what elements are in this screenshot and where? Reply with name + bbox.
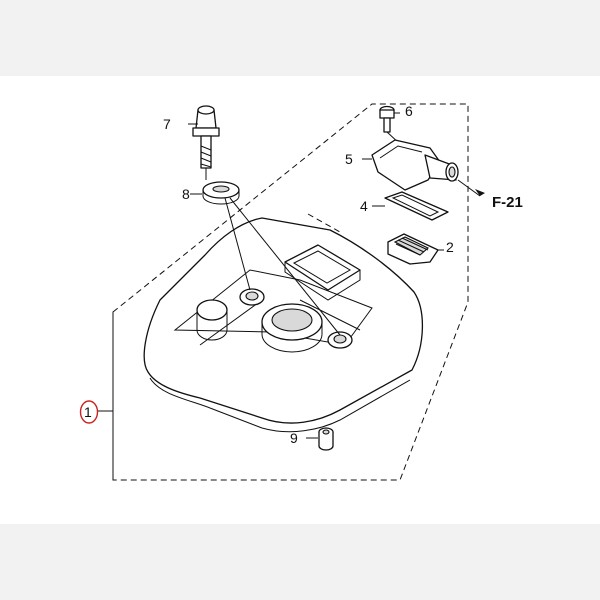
- callout-6[interactable]: 6: [405, 103, 413, 119]
- callout-1-leader: [98, 312, 114, 480]
- alignment-line-right: [229, 197, 341, 336]
- callout-8[interactable]: 8: [182, 186, 190, 202]
- arrow-to-f21: [457, 179, 481, 197]
- callout-4[interactable]: 4: [360, 198, 368, 214]
- callout-7[interactable]: 7: [163, 116, 171, 132]
- part-9-collar: [306, 427, 334, 451]
- arrow-head: [475, 189, 485, 196]
- alignment-line-left: [205, 168, 251, 291]
- callout-2[interactable]: 2: [446, 239, 454, 255]
- part-4-gasket: [372, 191, 449, 221]
- part-7-bolt: [188, 105, 220, 169]
- callout-5[interactable]: 5: [345, 151, 353, 167]
- part-8-grommet: [190, 181, 240, 205]
- callout-1[interactable]: 1: [84, 404, 92, 420]
- callout-9[interactable]: 9: [290, 430, 298, 446]
- reference-f21[interactable]: F-21: [492, 194, 523, 211]
- part-2-filter-mesh: [387, 233, 444, 265]
- callout-1-highlight-ring: [79, 400, 99, 424]
- cylinder-head-cover: [143, 217, 424, 433]
- part-6-bolt: [379, 105, 400, 133]
- part-5-breather-joint: [362, 139, 459, 191]
